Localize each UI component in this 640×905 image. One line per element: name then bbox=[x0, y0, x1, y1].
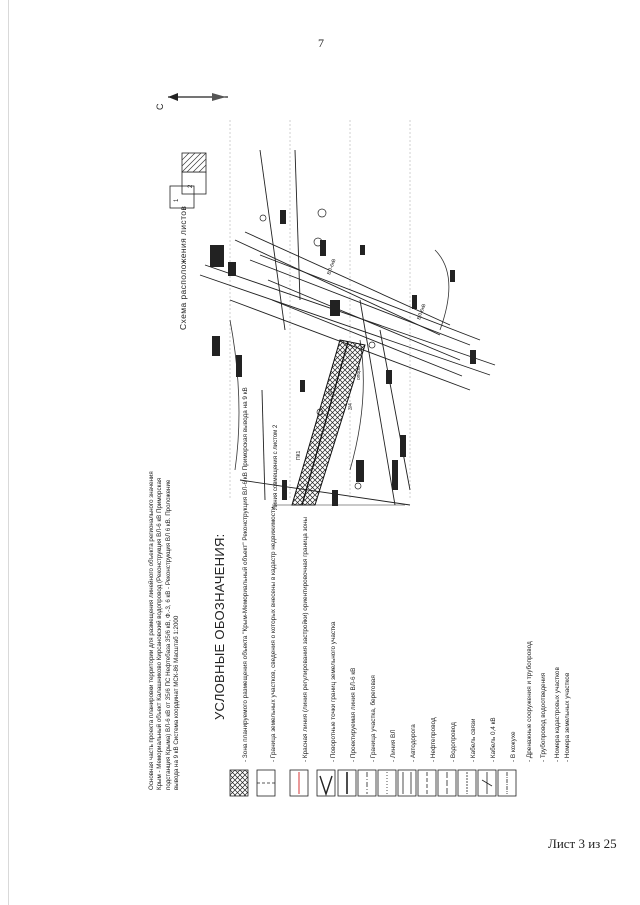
legend-item: - Линия ВЛ bbox=[390, 729, 397, 762]
map-label: 3/4 bbox=[348, 403, 354, 410]
north-arrow-icon bbox=[168, 93, 228, 101]
legend-title: УСЛОВНЫЕ ОБОЗНАЧЕНИЯ: bbox=[212, 533, 227, 720]
match-line-label: Линия совмещения с листом 2 bbox=[273, 424, 279, 510]
page-edge bbox=[8, 0, 9, 905]
page-number: 7 bbox=[318, 36, 324, 50]
scheme-title: Схема расположения листов bbox=[178, 205, 188, 330]
map-label: ВЛ-6кВ bbox=[416, 302, 428, 320]
legend-item: - В кожухе bbox=[510, 731, 517, 762]
sheet-layout-scheme bbox=[169, 152, 207, 209]
legend-notes: Основная часть проекта планировки террит… bbox=[148, 471, 181, 790]
legend-item: - Зона планируемого размещения объекта "… bbox=[242, 387, 249, 762]
map-circles bbox=[259, 208, 376, 490]
map-label: ВЛ-6кВ bbox=[326, 257, 338, 275]
legend-item: - Красная линия (линия регулирования зас… bbox=[302, 516, 309, 762]
legend-item: - Кабель связи bbox=[470, 718, 477, 762]
map-label: опора bbox=[356, 366, 362, 380]
legend-item: - Водопровод bbox=[450, 722, 457, 762]
scheme-sheet-number: 1 bbox=[174, 198, 180, 202]
legend-item: - Граница земельных участков, сведения о… bbox=[270, 506, 277, 762]
scheme-sheet-number: 2 bbox=[188, 184, 194, 188]
map-label: ПК1 bbox=[296, 450, 302, 460]
legend-item: - Автодорога bbox=[410, 724, 417, 762]
cadastral-marks bbox=[210, 210, 476, 506]
north-label: С bbox=[155, 103, 165, 111]
grid-lines bbox=[229, 120, 411, 500]
legend-item: - Номера кадастровых участков bbox=[554, 667, 561, 762]
legend-symbols bbox=[229, 769, 517, 797]
legend-item: - Поворотные точки границ земельного уча… bbox=[330, 621, 337, 763]
sheet-counter: Лист 3 из 25 bbox=[548, 836, 617, 851]
legend-item: - Граница участка, береговая bbox=[370, 675, 377, 762]
planned-corridor-zone bbox=[291, 339, 366, 506]
legend-item: - Нефтепровод bbox=[430, 717, 437, 762]
map-label: 3/1 bbox=[328, 388, 334, 395]
legend-item: - Трубопровод водоотведения bbox=[540, 672, 547, 762]
legend-item: - Номера земельных участков bbox=[564, 672, 571, 762]
legend-item: - Кабель 0,4 кВ bbox=[490, 717, 497, 762]
legend-item: - Дренажные сооружения и трубопровод bbox=[526, 641, 533, 762]
legend-item: - Проектируемая линия ВЛ-6 кВ bbox=[350, 667, 357, 762]
